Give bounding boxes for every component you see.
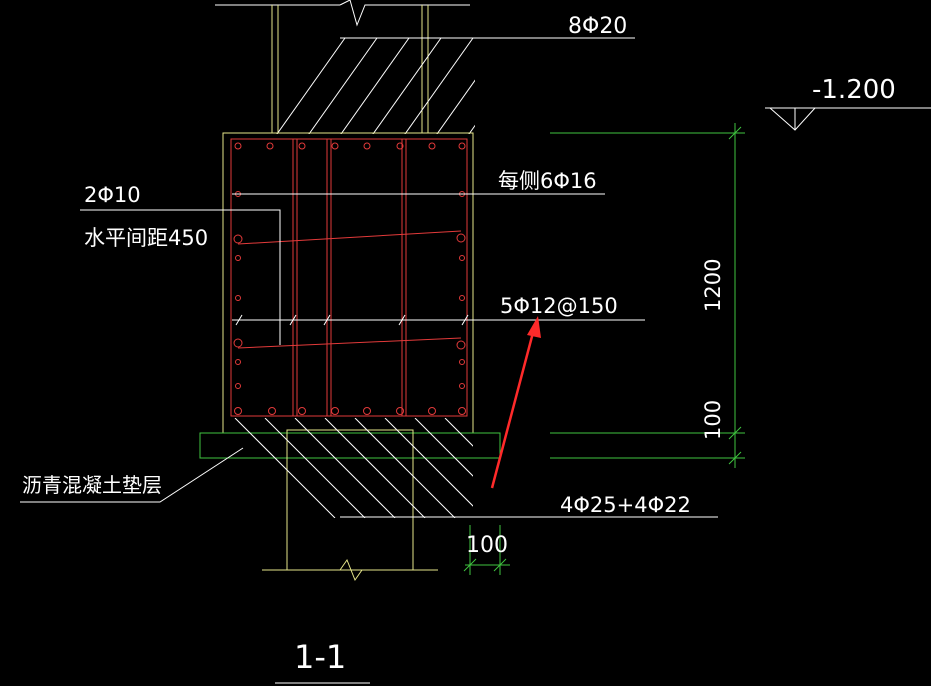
lower-column	[262, 429, 438, 582]
elevation-symbol	[765, 107, 931, 131]
cushion-leader	[20, 447, 244, 503]
stirrups-label: 5Φ12@150	[500, 294, 618, 318]
tie-bars-leader	[80, 209, 281, 345]
annotation-arrow	[490, 316, 541, 489]
horizontal-dimension	[463, 525, 510, 575]
rebar-cage	[230, 138, 468, 417]
tie-bars-count-label: 2Φ10	[84, 183, 141, 207]
side-rebar-dots	[235, 191, 465, 389]
cushion-thickness-dim: 100	[701, 400, 725, 440]
section-title: 1-1	[294, 638, 346, 676]
stirrup-ticks	[235, 314, 469, 326]
beam-height-dim: 1200	[701, 259, 725, 312]
cushion-label: 沥青混凝土垫层	[22, 473, 162, 497]
elevation-label: -1.200	[812, 75, 896, 105]
top-rebar-dots	[234, 142, 466, 150]
side-bars-label: 每侧6Φ16	[498, 169, 597, 193]
top-hatching	[276, 38, 475, 134]
bottom-rebar-dots	[234, 407, 466, 415]
beam-outline	[222, 132, 474, 434]
cushion-overhang-dim: 100	[466, 533, 508, 558]
upper-column	[215, 0, 470, 133]
tie-bars-spacing-label: 水平间距450	[84, 226, 208, 250]
top-bars-label: 8Φ20	[568, 14, 627, 39]
bottom-bars-label: 4Φ25+4Φ22	[560, 493, 691, 517]
cushion-layer	[199, 432, 501, 459]
vertical-dimension	[550, 123, 745, 468]
bottom-hatching	[234, 418, 473, 518]
